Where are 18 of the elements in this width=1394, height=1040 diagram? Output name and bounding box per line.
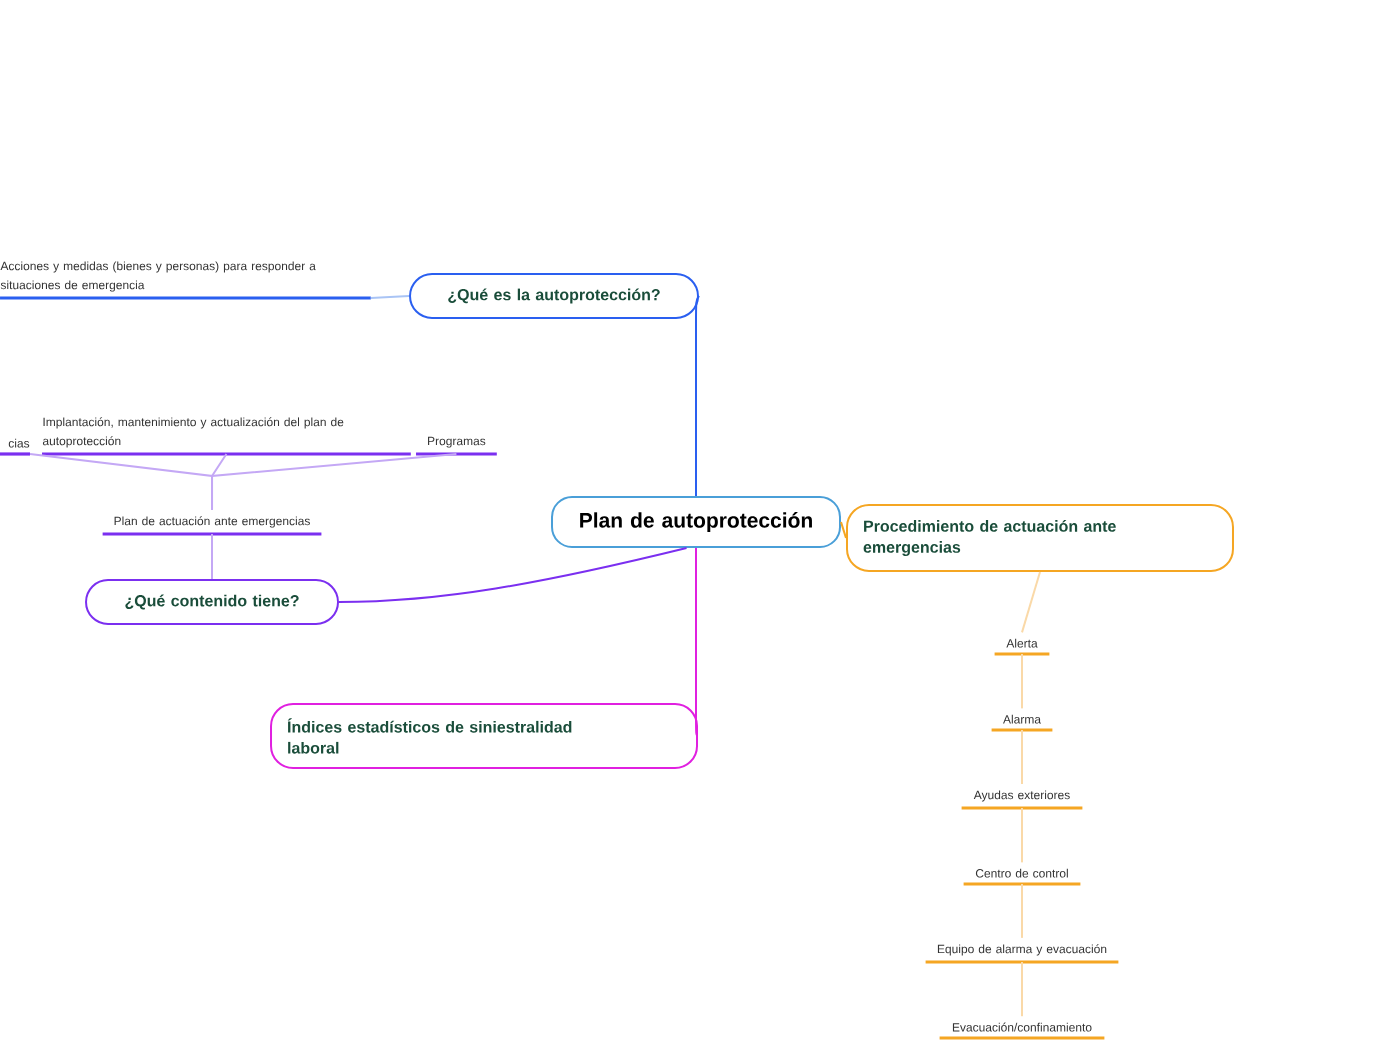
connector bbox=[1021, 653, 1023, 710]
connector bbox=[695, 295, 700, 497]
topic-box: Índices estadísticos de siniestralidad laboral bbox=[270, 703, 698, 769]
connector bbox=[369, 295, 410, 299]
connector bbox=[695, 547, 699, 737]
connector bbox=[1021, 961, 1023, 1018]
connector bbox=[1021, 807, 1023, 864]
topic-box: Procedimiento de actuación ante emergencias bbox=[846, 504, 1234, 572]
central-topic-box: Plan de autoprotección bbox=[551, 496, 841, 548]
connector bbox=[1021, 571, 1041, 634]
connector bbox=[840, 521, 847, 539]
connector bbox=[1021, 883, 1023, 939]
topic-box: ¿Qué contenido tiene? bbox=[85, 579, 339, 625]
connector bbox=[211, 453, 458, 511]
connector bbox=[211, 533, 213, 580]
topic-box: ¿Qué es la autoprotección? bbox=[409, 273, 699, 319]
connector bbox=[1021, 729, 1023, 785]
connector bbox=[338, 547, 688, 603]
